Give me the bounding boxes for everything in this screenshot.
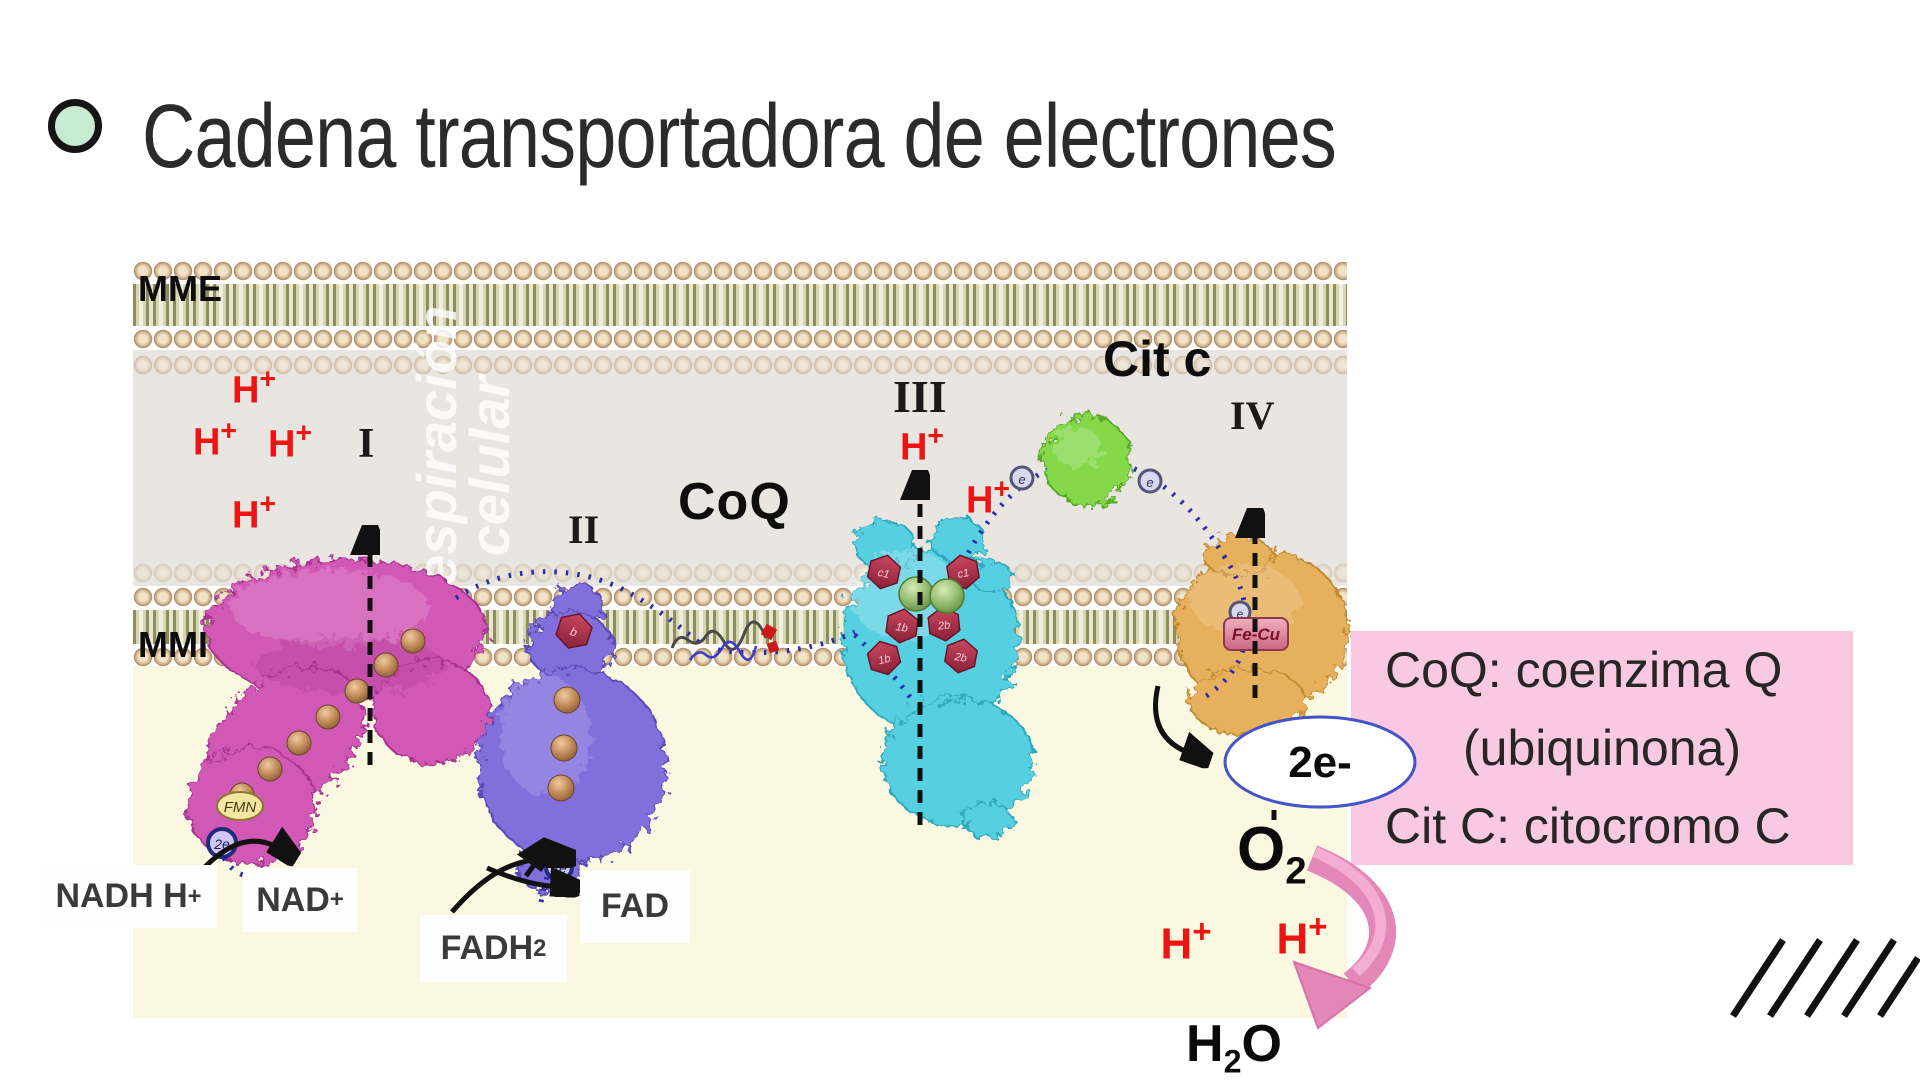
e-label: e xyxy=(1237,607,1244,621)
lipid-head-row-faded xyxy=(133,352,1347,378)
proton-label: H+ xyxy=(1160,912,1212,969)
oxygen-to-water-arrow xyxy=(1292,845,1397,1030)
e-label: e xyxy=(1146,475,1153,490)
complex-3-label: III xyxy=(893,371,947,422)
cit-c-label: Cit c xyxy=(1103,331,1212,387)
inner-membrane-label: MMI xyxy=(138,624,208,665)
rieske-centers-complex3 xyxy=(898,576,965,614)
lipid-head-row xyxy=(133,326,1347,352)
fadh2-to-fad-arrow2 xyxy=(486,865,560,887)
decorative-slashes xyxy=(1730,938,1920,1018)
coq-label: CoQ xyxy=(678,473,791,531)
heme-label: c1 xyxy=(957,567,971,581)
proton-label: H+ xyxy=(192,415,238,464)
heme-label: 1b xyxy=(877,653,892,668)
nad-label: NAD+ xyxy=(243,868,357,932)
proton-label: H+ xyxy=(965,473,1011,522)
two-e-minus-label: 2e- xyxy=(1288,738,1352,787)
two-electrons-oval: 2e- xyxy=(1223,715,1417,809)
lipid-head-row xyxy=(133,258,1347,284)
proton-label: H+ xyxy=(1276,907,1328,964)
lipid-tail-zone xyxy=(133,284,1347,326)
legend-box: CoQ: coenzima Q (ubiquinona) Cit C: cito… xyxy=(1351,631,1853,865)
water-label: H2O xyxy=(1186,1015,1282,1080)
fmn-cofactor: FMN xyxy=(216,791,264,821)
heme-label: c1 xyxy=(877,567,891,581)
page-title: Cadena transportadora de electrones xyxy=(142,87,1337,187)
bullet-circle-icon xyxy=(48,99,102,153)
proton-label: H+ xyxy=(899,420,945,469)
fe-cu-center: Fe-Cu xyxy=(1223,617,1289,651)
proton-label: H+ xyxy=(231,363,277,412)
e-label: e xyxy=(1018,472,1025,487)
complex-2-label: II xyxy=(568,507,600,552)
heme-label: b xyxy=(568,624,579,639)
legend-line-citc: Cit C: citocromo C xyxy=(1385,798,1791,854)
two-e-label: 2e xyxy=(550,860,567,876)
coq-molecule-squiggle xyxy=(670,620,780,661)
heme-label: 2b xyxy=(953,651,968,665)
fe-cu-label: Fe-Cu xyxy=(1232,625,1281,644)
fad-label: FAD xyxy=(580,870,690,943)
heme-cofactors-complex3: c1 c1 1b 2b 1b 2b xyxy=(866,554,980,676)
proton-label: H+ xyxy=(231,488,277,537)
heme-label: 1b xyxy=(895,621,909,635)
complex-4-label: IV xyxy=(1230,393,1275,438)
fadh2-to-fad-arrow xyxy=(450,858,556,914)
heme-label: 2b xyxy=(936,619,950,632)
electron-carrier: e xyxy=(1009,465,1035,491)
proton-label: H+ xyxy=(267,417,313,466)
cytochrome-c-protein xyxy=(1042,414,1132,506)
heme-cofactor-complex2: b xyxy=(555,613,593,649)
fmn-label: FMN xyxy=(224,799,257,816)
fes-clusters-complex2 xyxy=(547,686,581,802)
electron-carrier: e xyxy=(1137,468,1163,494)
intermembrane-space xyxy=(133,350,1347,586)
complex4-to-electrons-arrow xyxy=(1153,685,1192,754)
outer-membrane-label: MME xyxy=(138,268,222,309)
complex-1-label: I xyxy=(358,421,375,467)
legend-line-coq: CoQ: coenzima Q xyxy=(1385,642,1783,698)
legend-line-ubiquinona: (ubiquinona) xyxy=(1463,720,1741,776)
oxygen-label: O2 xyxy=(1237,815,1307,893)
nadh-label: NADH H+ xyxy=(40,865,217,928)
